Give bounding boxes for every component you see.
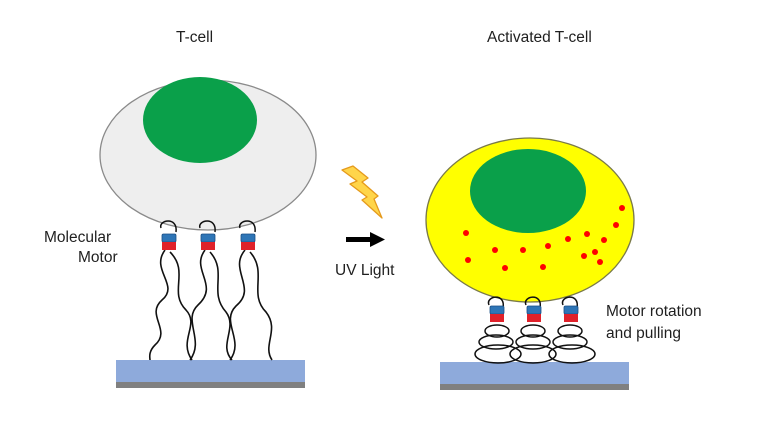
red-dots	[463, 205, 625, 271]
resting-t-cell	[99, 77, 317, 388]
right-motor-2	[526, 305, 542, 322]
motor-rotation-label-line1: Motor rotation	[606, 303, 702, 320]
right-substrate	[440, 362, 629, 384]
right-substrate-edge	[440, 384, 629, 390]
right-coils	[474, 324, 596, 364]
molecular-motor-label-line2: Motor	[78, 249, 118, 266]
uv-light-label: UV Light	[335, 262, 395, 279]
left-substrate	[116, 360, 305, 382]
left-substrate-edge	[116, 382, 305, 388]
molecular-motor-label-line1: Molecular	[44, 229, 112, 246]
right-motor-loops	[487, 296, 578, 309]
lightning-bolt-icon	[341, 165, 383, 219]
left-motor-loops	[160, 220, 256, 233]
right-motor-3	[563, 305, 579, 322]
right-arrow-icon	[346, 232, 385, 247]
activated-cell-title: Activated T-cell	[487, 29, 592, 46]
resting-cell-title: T-cell	[176, 29, 214, 46]
motor-rotation-label-line2: and pulling	[606, 325, 681, 342]
left-tethers	[148, 249, 273, 361]
activated-t-cell	[425, 137, 635, 390]
left-motor-1	[161, 233, 177, 250]
resting-nucleus	[143, 77, 257, 163]
right-motor-1	[489, 305, 505, 322]
left-motor-3	[240, 233, 256, 250]
left-motor-2	[200, 233, 216, 250]
activated-nucleus	[470, 149, 586, 233]
